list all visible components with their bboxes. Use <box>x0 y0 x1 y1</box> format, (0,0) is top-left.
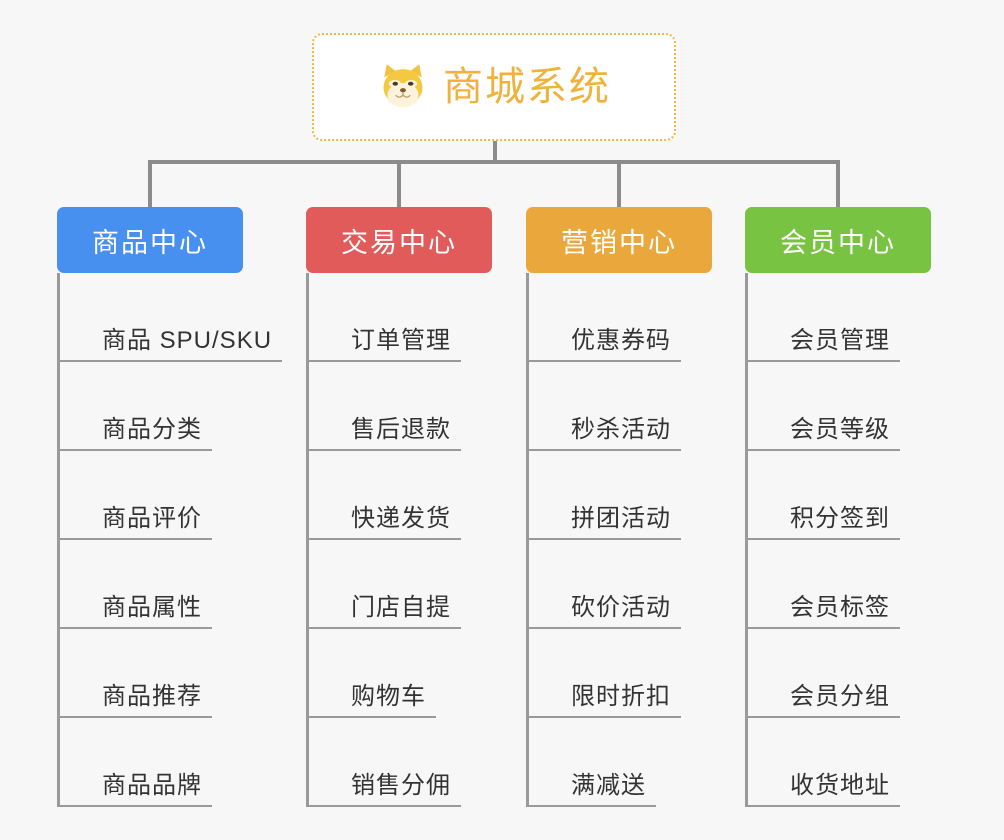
leaf-item[interactable]: 会员管理 <box>748 273 931 362</box>
leaf-item[interactable]: 快递发货 <box>309 451 492 540</box>
branch-product-center: 商品中心商品 SPU/SKU 商品分类商品评价商品属性商品推荐商品品牌 <box>57 207 283 807</box>
leaf-item-label: 商品分类 <box>60 416 212 451</box>
leaf-item[interactable]: 优惠券码 <box>529 273 712 362</box>
leaf-item[interactable]: 积分签到 <box>748 451 931 540</box>
branch-header-label: 商品中心 <box>92 227 208 258</box>
leaf-item[interactable]: 订单管理 <box>309 273 492 362</box>
leaf-item-label: 优惠券码 <box>529 327 681 362</box>
branch-member-center: 会员中心会员管理会员等级积分签到会员标签会员分组收货地址 <box>745 207 931 807</box>
leaf-item-label: 商品推荐 <box>60 683 212 718</box>
connector-horizontal-bus <box>148 160 839 164</box>
leaf-item[interactable]: 商品 SPU/SKU <box>60 273 283 362</box>
leaf-item[interactable]: 商品评价 <box>60 451 243 540</box>
leaf-item[interactable]: 销售分佣 <box>309 718 492 807</box>
leaf-item[interactable]: 商品品牌 <box>60 718 243 807</box>
leaf-item-label: 限时折扣 <box>529 683 681 718</box>
leaf-item-label: 售后退款 <box>309 416 461 451</box>
leaf-item[interactable]: 满减送 <box>529 718 712 807</box>
leaf-item-label: 秒杀活动 <box>529 416 681 451</box>
leaf-item[interactable]: 限时折扣 <box>529 629 712 718</box>
leaf-item-label: 砍价活动 <box>529 594 681 629</box>
leaf-item-label: 会员分组 <box>748 683 900 718</box>
connector-drop-4 <box>836 160 840 208</box>
leaf-item-label: 商品属性 <box>60 594 212 629</box>
leaf-item-label: 订单管理 <box>309 327 461 362</box>
leaf-item[interactable]: 砍价活动 <box>529 540 712 629</box>
leaf-item[interactable]: 售后退款 <box>309 362 492 451</box>
leaf-item-label: 商品品牌 <box>60 772 212 807</box>
root-title: 商城系统 <box>443 65 611 109</box>
leaf-item[interactable]: 收货地址 <box>748 718 931 807</box>
connector-drop-3 <box>617 160 621 208</box>
leaf-item[interactable]: 会员等级 <box>748 362 931 451</box>
leaf-item[interactable]: 拼团活动 <box>529 451 712 540</box>
branch-header-product-center[interactable]: 商品中心 <box>57 207 243 273</box>
leaf-item[interactable]: 秒杀活动 <box>529 362 712 451</box>
leaf-item-label: 商品评价 <box>60 505 212 540</box>
branch-marketing-center: 营销中心优惠券码秒杀活动拼团活动砍价活动限时折扣满减送 <box>526 207 712 807</box>
root-node[interactable]: 商城系统 <box>312 33 676 141</box>
leaf-item-label: 会员标签 <box>748 594 900 629</box>
leaf-item-label: 购物车 <box>309 683 436 718</box>
branch-header-trade-center[interactable]: 交易中心 <box>306 207 492 273</box>
leaf-item-label: 门店自提 <box>309 594 461 629</box>
leaf-item-label: 积分签到 <box>748 505 900 540</box>
leaf-item[interactable]: 购物车 <box>309 629 492 718</box>
leaf-item-label: 拼团活动 <box>529 505 681 540</box>
branch-items-member-center: 会员管理会员等级积分签到会员标签会员分组收货地址 <box>745 273 931 807</box>
leaf-item[interactable]: 会员分组 <box>748 629 931 718</box>
leaf-item-label: 销售分佣 <box>309 772 461 807</box>
connector-root-stem <box>493 141 497 163</box>
branch-items-product-center: 商品 SPU/SKU 商品分类商品评价商品属性商品推荐商品品牌 <box>57 273 283 807</box>
branch-items-marketing-center: 优惠券码秒杀活动拼团活动砍价活动限时折扣满减送 <box>526 273 712 807</box>
leaf-item[interactable]: 商品分类 <box>60 362 243 451</box>
leaf-item-label: 快递发货 <box>309 505 461 540</box>
branch-header-label: 交易中心 <box>341 227 457 258</box>
leaf-item[interactable]: 商品推荐 <box>60 629 243 718</box>
branch-header-marketing-center[interactable]: 营销中心 <box>526 207 712 273</box>
branch-header-label: 营销中心 <box>561 227 677 258</box>
branch-trade-center: 交易中心订单管理售后退款快递发货门店自提购物车销售分佣 <box>306 207 492 807</box>
leaf-item[interactable]: 商品属性 <box>60 540 243 629</box>
shiba-dog-face-icon <box>377 61 429 113</box>
leaf-item-label: 满减送 <box>529 772 656 807</box>
leaf-item-label: 商品 SPU/SKU <box>60 327 283 362</box>
leaf-item-label: 会员等级 <box>748 416 900 451</box>
branch-items-trade-center: 订单管理售后退款快递发货门店自提购物车销售分佣 <box>306 273 492 807</box>
branch-header-member-center[interactable]: 会员中心 <box>745 207 931 273</box>
leaf-item-label: 收货地址 <box>748 772 900 807</box>
branch-header-label: 会员中心 <box>780 227 896 258</box>
leaf-item[interactable]: 会员标签 <box>748 540 931 629</box>
connector-drop-2 <box>397 160 401 208</box>
leaf-item[interactable]: 门店自提 <box>309 540 492 629</box>
connector-drop-1 <box>148 160 152 208</box>
leaf-item-label: 会员管理 <box>748 327 900 362</box>
